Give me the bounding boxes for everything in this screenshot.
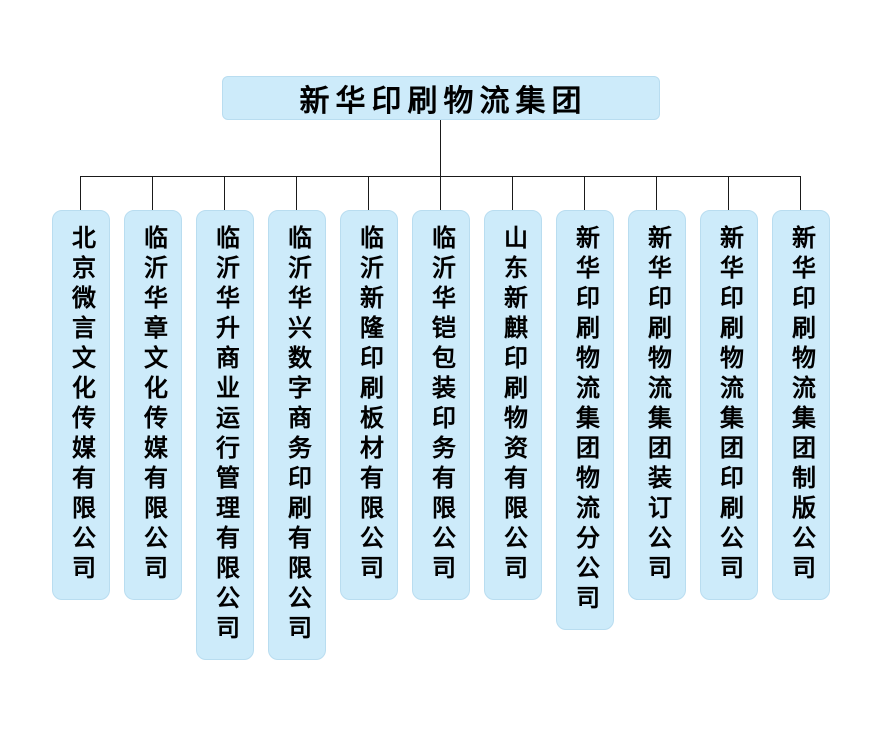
root-node-label: 新华印刷物流集团 <box>299 85 588 118</box>
drop-connector <box>656 176 657 210</box>
stem-connector <box>440 120 441 176</box>
drop-connector <box>224 176 225 210</box>
child-node-box: 新华印刷物流集团印刷公司 <box>699 210 758 600</box>
child-node-label: 新华印刷物流集团物流分公司 <box>571 225 599 615</box>
child-node-label: 临沂华铠包装印务有限公司 <box>427 225 455 585</box>
child-node-label: 临沂华升商业运行管理有限公司 <box>211 225 239 645</box>
org-chart-body: 新华印刷物流集团 北京微言文化传媒有限公司 临沂华章文化传媒有限公司 临沂华升商… <box>51 76 830 660</box>
root-node: 新华印刷物流集团 <box>221 76 660 120</box>
child-node: 新华印刷物流集团物流分公司 <box>555 176 614 630</box>
drop-connector <box>152 176 153 210</box>
child-node: 新华印刷物流集团印刷公司 <box>699 176 758 600</box>
child-node: 山东新麒印刷物资有限公司 <box>483 176 542 600</box>
child-node-box: 临沂华章文化传媒有限公司 <box>123 210 182 600</box>
child-node: 临沂新隆印刷板材有限公司 <box>339 176 398 600</box>
child-node-label: 新华印刷物流集团制版公司 <box>787 225 815 585</box>
child-node: 临沂华兴数字商务印刷有限公司 <box>267 176 326 660</box>
child-node-label: 临沂华章文化传媒有限公司 <box>139 225 167 585</box>
drop-connector <box>296 176 297 210</box>
child-node-box: 北京微言文化传媒有限公司 <box>51 210 110 600</box>
child-node-box: 临沂华升商业运行管理有限公司 <box>195 210 254 660</box>
drop-connector <box>512 176 513 210</box>
child-node-box: 山东新麒印刷物资有限公司 <box>483 210 542 600</box>
drop-connector <box>800 176 801 210</box>
drop-connector <box>584 176 585 210</box>
child-node-box: 新华印刷物流集团物流分公司 <box>555 210 614 630</box>
child-node: 临沂华升商业运行管理有限公司 <box>195 176 254 660</box>
child-node-label: 山东新麒印刷物资有限公司 <box>499 225 527 585</box>
drop-connector <box>440 176 441 210</box>
child-node-label: 北京微言文化传媒有限公司 <box>67 225 95 585</box>
children-row: 北京微言文化传媒有限公司 临沂华章文化传媒有限公司 临沂华升商业运行管理有限公司… <box>51 176 830 660</box>
child-node: 新华印刷物流集团装订公司 <box>627 176 686 600</box>
child-node-box: 临沂华兴数字商务印刷有限公司 <box>267 210 326 660</box>
child-node-box: 新华印刷物流集团装订公司 <box>627 210 686 600</box>
drop-connector <box>368 176 369 210</box>
drop-connector <box>728 176 729 210</box>
child-node-box: 临沂新隆印刷板材有限公司 <box>339 210 398 600</box>
child-node: 临沂华章文化传媒有限公司 <box>123 176 182 600</box>
child-node: 临沂华铠包装印务有限公司 <box>411 176 470 600</box>
child-node: 北京微言文化传媒有限公司 <box>51 176 110 600</box>
child-node-label: 新华印刷物流集团印刷公司 <box>715 225 743 585</box>
child-node-label: 新华印刷物流集团装订公司 <box>643 225 671 585</box>
child-node-box: 新华印刷物流集团制版公司 <box>771 210 830 600</box>
child-node-label: 临沂新隆印刷板材有限公司 <box>355 225 383 585</box>
child-node: 新华印刷物流集团制版公司 <box>771 176 830 600</box>
child-node-label: 临沂华兴数字商务印刷有限公司 <box>283 225 311 645</box>
child-node-box: 临沂华铠包装印务有限公司 <box>411 210 470 600</box>
children-connector-line <box>80 176 801 177</box>
drop-connector <box>80 176 81 210</box>
